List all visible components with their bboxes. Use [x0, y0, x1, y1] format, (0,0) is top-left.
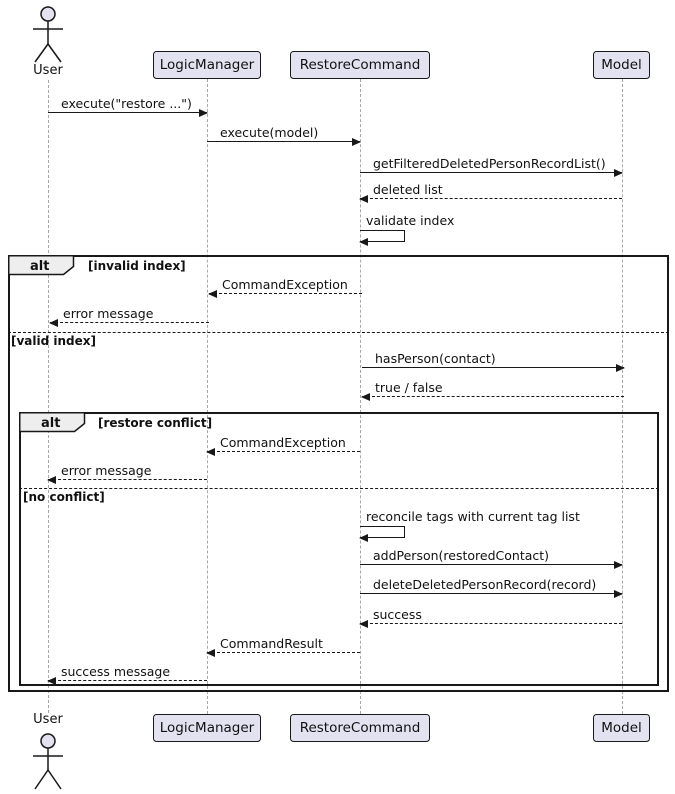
guard-restore-conflict: [restore conflict] [98, 416, 213, 430]
arrowhead-icon [199, 108, 208, 117]
arrowhead-icon [352, 137, 361, 146]
alt-operator-label: alt [30, 259, 50, 274]
message-error-message-1: error message [49, 306, 209, 327]
message-label: reconcile tags with current tag list [366, 509, 580, 524]
participant-logicmanager-bottom: LogicManager [153, 714, 261, 742]
lifeline-user [48, 80, 49, 713]
arrowhead-icon [208, 289, 217, 298]
alt-divider-inner [19, 488, 659, 489]
alt-header-pentagon [19, 412, 86, 433]
arrowhead-icon [359, 237, 368, 246]
arrowhead-icon [206, 648, 215, 657]
arrowhead-icon [616, 363, 625, 372]
arrowhead-icon [614, 589, 623, 598]
arrowhead-icon [614, 168, 623, 177]
message-label: getFilteredDeletedPersonRecordList() [373, 156, 606, 171]
participant-model-top: Model [593, 51, 650, 79]
guard-invalid-index: [invalid index] [88, 259, 186, 273]
message-execute-model: execute(model) [207, 125, 361, 146]
message-label: execute(model) [220, 125, 319, 140]
arrowhead-icon [47, 676, 56, 685]
message-error-message-2: error message [47, 463, 207, 484]
arrowhead-icon [47, 475, 56, 484]
message-reconcile-tags: reconcile tags with current tag list [359, 509, 580, 542]
alt-header-pentagon [8, 255, 75, 276]
message-label: true / false [375, 380, 443, 395]
message-label: hasPerson(contact) [375, 351, 496, 366]
message-command-exception-1: CommandException [208, 277, 362, 298]
arrowhead-icon [614, 560, 623, 569]
message-has-person: hasPerson(contact) [362, 351, 625, 372]
alt-divider-outer [8, 332, 669, 333]
message-label: deleted list [373, 182, 443, 197]
participant-model-bottom: Model [593, 714, 650, 742]
message-validate-index: validate index [359, 213, 454, 246]
message-command-exception-2: CommandException [206, 435, 360, 456]
message-deleted-list: deleted list [359, 182, 622, 203]
lifeline-logicmanager [207, 79, 208, 714]
message-label: addPerson(restoredContact) [373, 548, 550, 563]
message-label: CommandException [222, 277, 348, 292]
message-success-message: success message [47, 664, 207, 685]
alt-fragment-inner: alt [restore conflict] CommandException … [19, 412, 659, 686]
alt-fragment-outer: alt [invalid index] CommandException err… [8, 255, 669, 692]
message-true-false: true / false [361, 380, 624, 401]
arrowhead-icon [206, 447, 215, 456]
message-success: success [359, 607, 622, 628]
participant-logicmanager-top: LogicManager [153, 51, 261, 79]
guard-valid-index: [valid index] [11, 334, 97, 348]
message-add-person: addPerson(restoredContact) [360, 548, 623, 569]
actor-label-user-top: User [33, 63, 63, 78]
message-execute-restore: execute("restore ...") [48, 96, 208, 117]
arrowhead-icon [359, 533, 368, 542]
message-label: deleteDeletedPersonRecord(record) [373, 577, 597, 592]
actor-label-user-bottom: User [33, 712, 63, 727]
message-command-result: CommandResult [206, 636, 360, 657]
message-label: CommandException [220, 435, 346, 450]
participant-restorecommand-top: RestoreCommand [290, 51, 430, 79]
message-label: execute("restore ...") [61, 96, 192, 111]
arrowhead-icon [359, 619, 368, 628]
actor-figure-top [33, 6, 63, 63]
message-label: CommandResult [220, 636, 323, 651]
guard-no-conflict: [no conflict] [23, 490, 105, 504]
message-label: error message [63, 306, 154, 321]
message-label: error message [61, 463, 152, 478]
message-delete-deleted-record: deleteDeletedPersonRecord(record) [360, 577, 623, 598]
message-label: success message [61, 664, 171, 679]
message-label: validate index [366, 213, 455, 228]
arrowhead-icon [359, 194, 368, 203]
lifeline-restorecommand [360, 79, 361, 714]
message-label: success [373, 607, 422, 622]
actor-figure-bottom [33, 733, 63, 790]
alt-operator-label: alt [41, 416, 61, 431]
arrowhead-icon [361, 392, 370, 401]
message-get-filtered-list: getFilteredDeletedPersonRecordList() [360, 156, 623, 177]
arrowhead-icon [49, 318, 58, 327]
participant-restorecommand-bottom: RestoreCommand [290, 714, 430, 742]
